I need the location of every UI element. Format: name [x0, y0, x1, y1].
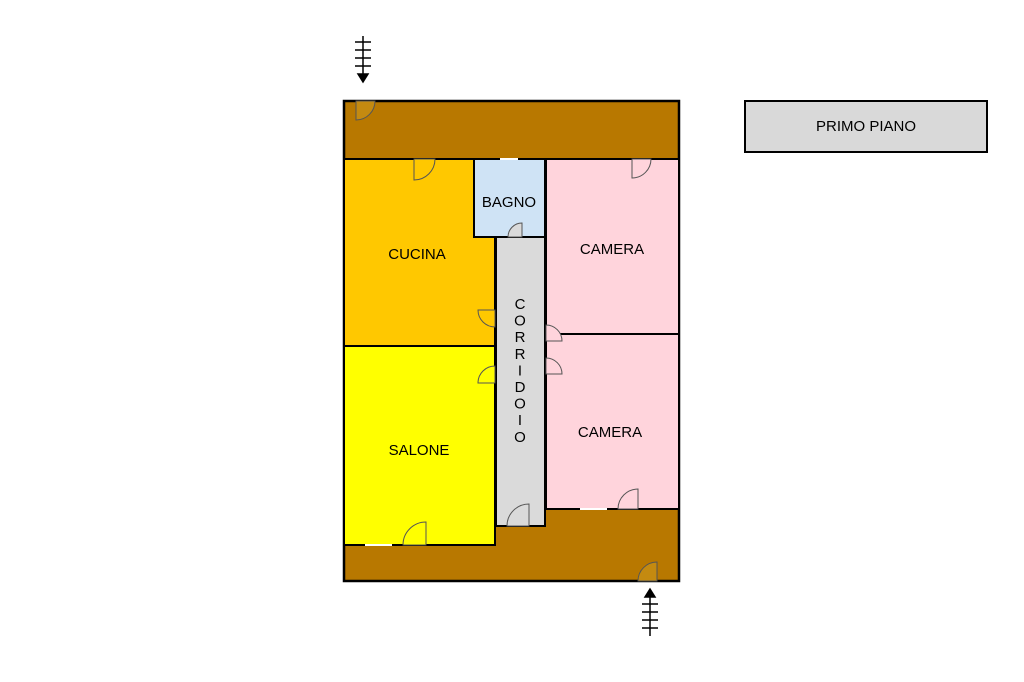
corridoio-letter: I: [518, 362, 522, 379]
window-marks: [365, 158, 607, 546]
door-icon: [545, 357, 563, 375]
label-salone: SALONE: [389, 442, 450, 459]
door-icon: [413, 158, 436, 181]
corridoio-letter: O: [514, 429, 526, 446]
door-icon: [507, 222, 523, 238]
label-bagno: BAGNO: [482, 194, 536, 211]
door-icon: [637, 561, 658, 582]
door-icon: [506, 503, 530, 527]
corridoio-letter: O: [514, 313, 526, 330]
room-corridoio: [495, 236, 546, 527]
door-icon: [402, 521, 427, 546]
stairs-up-icon: [642, 587, 658, 636]
door-icon: [631, 158, 652, 179]
corridoio-letter: R: [515, 346, 526, 363]
door-icon: [477, 365, 496, 384]
label-cucina: CUCINA: [388, 246, 446, 263]
door-icon: [545, 324, 563, 342]
label-camera-top: CAMERA: [580, 241, 644, 258]
corridoio-letter: C: [515, 296, 526, 313]
floor-title-box: PRIMO PIANO: [744, 100, 988, 153]
corridoio-letter: I: [518, 412, 522, 429]
door-icon: [477, 309, 496, 328]
door-icon: [617, 488, 639, 510]
room-camera-bottom: [545, 333, 680, 510]
corridoio-letter: O: [514, 396, 526, 413]
floor-title: PRIMO PIANO: [815, 118, 916, 135]
room-salone: [343, 345, 496, 546]
label-camera-bottom: CAMERA: [578, 424, 642, 441]
corridoio-letter: D: [515, 379, 526, 396]
stairs-down-icon: [355, 36, 371, 84]
door-icon: [355, 100, 376, 121]
corridoio-letter: R: [515, 329, 526, 346]
door-swings: [355, 100, 658, 582]
